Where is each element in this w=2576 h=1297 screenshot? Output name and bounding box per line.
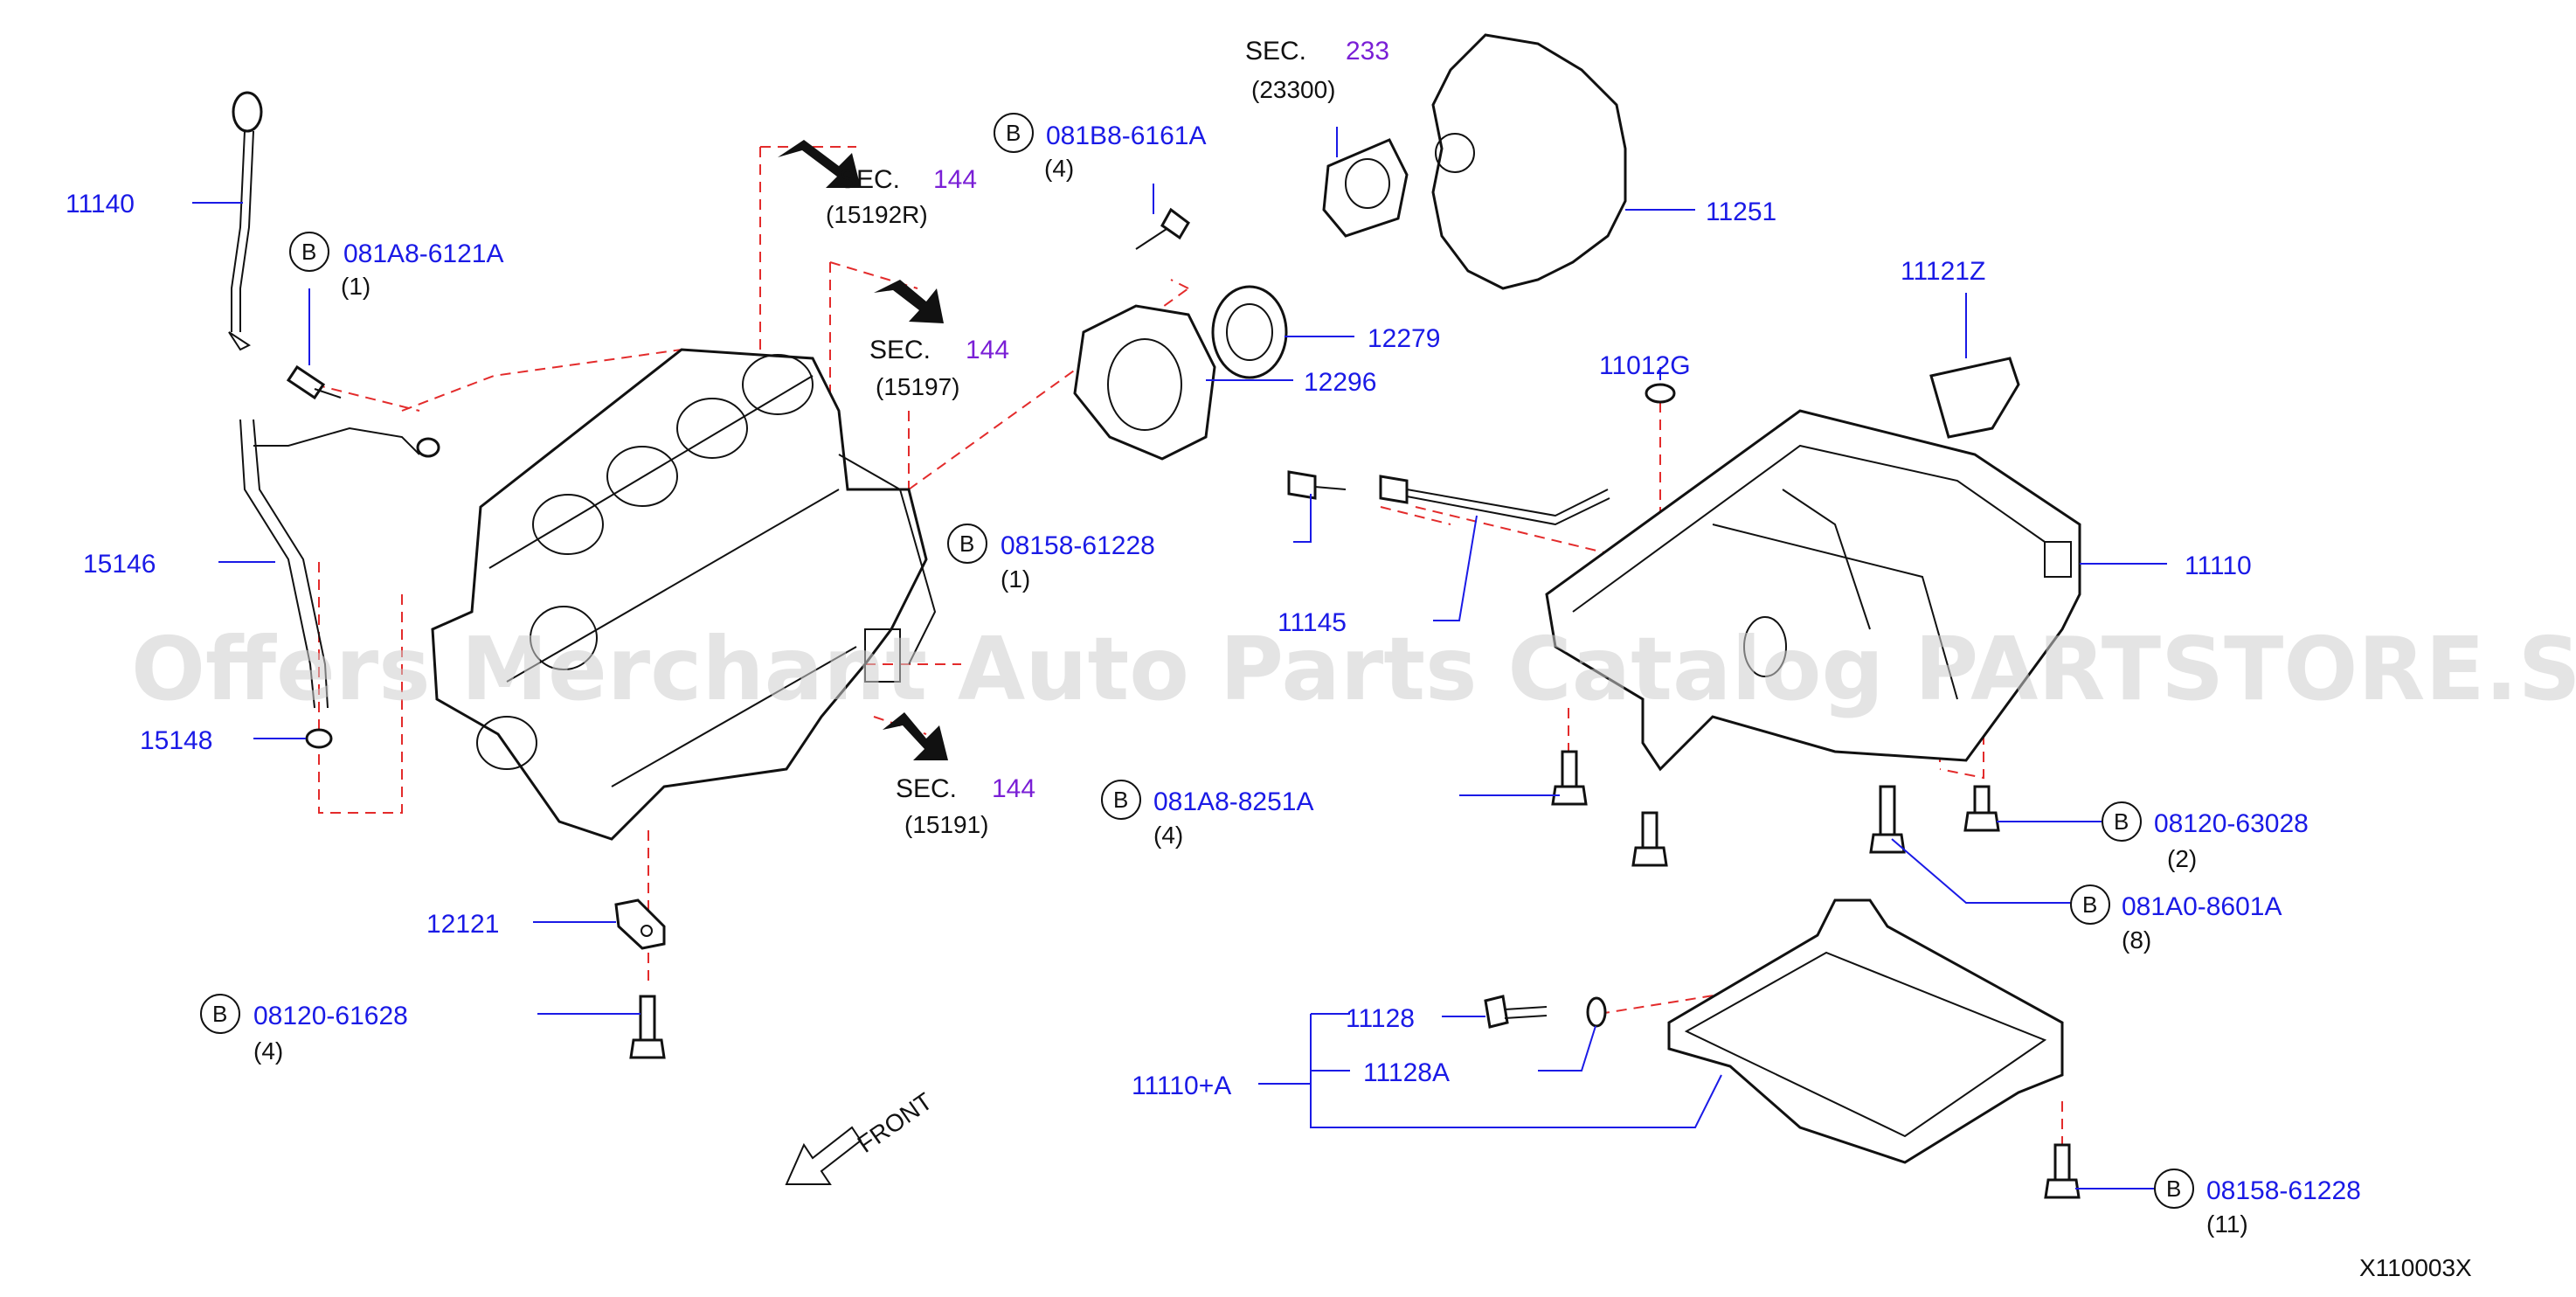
- bolt-marker-icon: [947, 524, 987, 564]
- bolt-marker-letter: B: [959, 531, 974, 557]
- part-12121: 12121: [426, 910, 499, 939]
- section-144c-prefix: SEC.: [896, 774, 957, 803]
- bolt-marker-letter: B: [1113, 787, 1128, 813]
- diagram-code: X110003X: [2359, 1254, 2472, 1281]
- bolt-08158-61228-lower-shape: [2044, 1143, 2081, 1199]
- section-233: SEC. 233 (23300): [1245, 37, 1389, 103]
- section-arrows: [778, 140, 948, 760]
- bolt-marker-icon: [289, 232, 329, 272]
- bolt-08120-61628-shape: [629, 995, 666, 1059]
- bolt-code: 08120-63028: [2154, 809, 2309, 838]
- bolt-callout-08158-61228-lower: B 08158-61228 (11): [2154, 1169, 2361, 1238]
- bolt-code: 081A8-8251A: [1153, 787, 1314, 816]
- starter-motor: [1322, 138, 1409, 238]
- section-144c-number: 144: [992, 774, 1035, 803]
- front-arrow-icon: [785, 1126, 862, 1185]
- oil-dipstick: [228, 91, 263, 351]
- rear-plate: [1431, 33, 1627, 290]
- lower-oil-pan: [1667, 898, 2064, 1164]
- part-11121Z: 11121Z: [1901, 257, 1985, 286]
- bolt-qty: (2): [2167, 845, 2197, 872]
- bolt-code: 08120-61628: [253, 1002, 408, 1030]
- bolt-code: 081A8-6121A: [343, 239, 504, 268]
- section-144a-prefix: SEC.: [839, 165, 900, 194]
- watermark-text: Offers Merchant Auto Parts Catalog PARTS…: [131, 618, 2576, 720]
- bolt-qty: (8): [2122, 926, 2151, 954]
- bolt-qty: (11): [2206, 1210, 2248, 1238]
- bolt-callout-081A8-6121A: B 081A8-6121A (1): [289, 232, 504, 300]
- section-233-number: 233: [1346, 37, 1389, 66]
- bolt-marker-letter: B: [2082, 891, 2097, 918]
- oil-strainer: [1929, 357, 2020, 439]
- bolt-marker-letter: B: [301, 239, 316, 265]
- bolt-marker-icon: [200, 994, 240, 1034]
- part-11128A: 11128A: [1363, 1058, 1450, 1087]
- dipstick-guide: [239, 419, 440, 749]
- bolt-code: 081B8-6161A: [1046, 121, 1207, 150]
- bolt-qty: (4): [253, 1037, 283, 1065]
- section-144-15197: SEC. 144 (15197): [869, 336, 1009, 400]
- pan-bolts: [1551, 750, 2000, 867]
- upper-oil-pan: [1545, 409, 2081, 772]
- section-144b-number: 144: [966, 336, 1009, 364]
- bolt-callout-08158-61228-upper: B 08158-61228 (1): [947, 524, 1155, 593]
- section-144a-number: 144: [933, 165, 977, 194]
- part-11140: 11140: [66, 190, 135, 218]
- section-233-prefix: SEC.: [1245, 37, 1306, 66]
- bolt-callout-081A8-8251A: B 081A8-8251A (4): [1101, 780, 1314, 849]
- bolt-callout-08120-63028: B 08120-63028 (2): [2102, 801, 2309, 872]
- front-label: FRONT: [853, 1087, 938, 1158]
- part-11145: 11145: [1278, 608, 1347, 637]
- bolt-code: 08158-61228: [1001, 531, 1155, 560]
- bolt-callout-081A0-8601A: B 081A0-8601A (8): [2070, 884, 2282, 954]
- section-144-15192R: SEC. 144 (15192R): [826, 165, 977, 228]
- part-labels: 11140 15146 15148 12121 11251 12279 1229…: [66, 190, 2252, 1100]
- oil-seal: [1211, 285, 1288, 379]
- seal-retainer: [1073, 304, 1216, 461]
- oil-level-sensor: [1379, 475, 1610, 526]
- bolt-081B8-6161A-shape: [1135, 207, 1190, 250]
- bolt-marker-icon: [2102, 801, 2142, 842]
- washer-11012G: [1645, 383, 1676, 404]
- part-11110: 11110: [2185, 551, 2252, 580]
- leader-lines: [192, 127, 2167, 1189]
- bolt-code: 081A0-8601A: [2122, 892, 2282, 921]
- part-12279: 12279: [1368, 324, 1440, 353]
- part-11110A: 11110+A: [1132, 1072, 1231, 1100]
- section-144b-ref: (15197): [876, 373, 960, 400]
- bolt-marker-letter: B: [2114, 808, 2129, 835]
- bolt-callout-081B8-6161A: B 081B8-6161A (4): [994, 113, 1207, 182]
- bolt-marker-icon: [1101, 780, 1141, 820]
- bolt-code: 08158-61228: [2206, 1176, 2361, 1205]
- bolt-qty: (4): [1153, 822, 1183, 849]
- drain-plug: [1484, 995, 1607, 1029]
- bolt-08158-61228-shape: [1287, 470, 1347, 500]
- bolt-qty: (1): [341, 273, 370, 300]
- bolt-marker-icon: [994, 113, 1034, 153]
- section-144-15191: SEC. 144 (15191): [896, 774, 1035, 838]
- bolt-qty: (1): [1001, 565, 1030, 593]
- part-12296: 12296: [1304, 368, 1376, 397]
- bolt-qty: (4): [1044, 155, 1074, 182]
- bolt-marker-icon: [2070, 884, 2110, 925]
- part-11128: 11128: [1346, 1004, 1415, 1033]
- cylinder-block: [431, 348, 937, 841]
- section-144b-prefix: SEC.: [869, 336, 931, 364]
- part-11251: 11251: [1706, 198, 1776, 226]
- bolt-081A8-6121A-shape: [286, 364, 342, 400]
- section-233-ref: (23300): [1251, 76, 1336, 103]
- bolt-marker-letter: B: [212, 1001, 227, 1027]
- section-144a-ref: (15192R): [826, 201, 928, 228]
- part-15146: 15146: [83, 550, 156, 579]
- bolt-callout-08120-61628: B 08120-61628 (4): [200, 994, 408, 1065]
- bracket-12121: [614, 898, 666, 950]
- bolt-marker-icon: [2154, 1169, 2194, 1209]
- part-11012G: 11012G: [1599, 351, 1691, 380]
- section-144c-ref: (15191): [904, 811, 989, 838]
- part-15148: 15148: [140, 726, 212, 755]
- bolt-marker-letter: B: [2166, 1176, 2181, 1202]
- bolt-marker-letter: B: [1006, 120, 1021, 146]
